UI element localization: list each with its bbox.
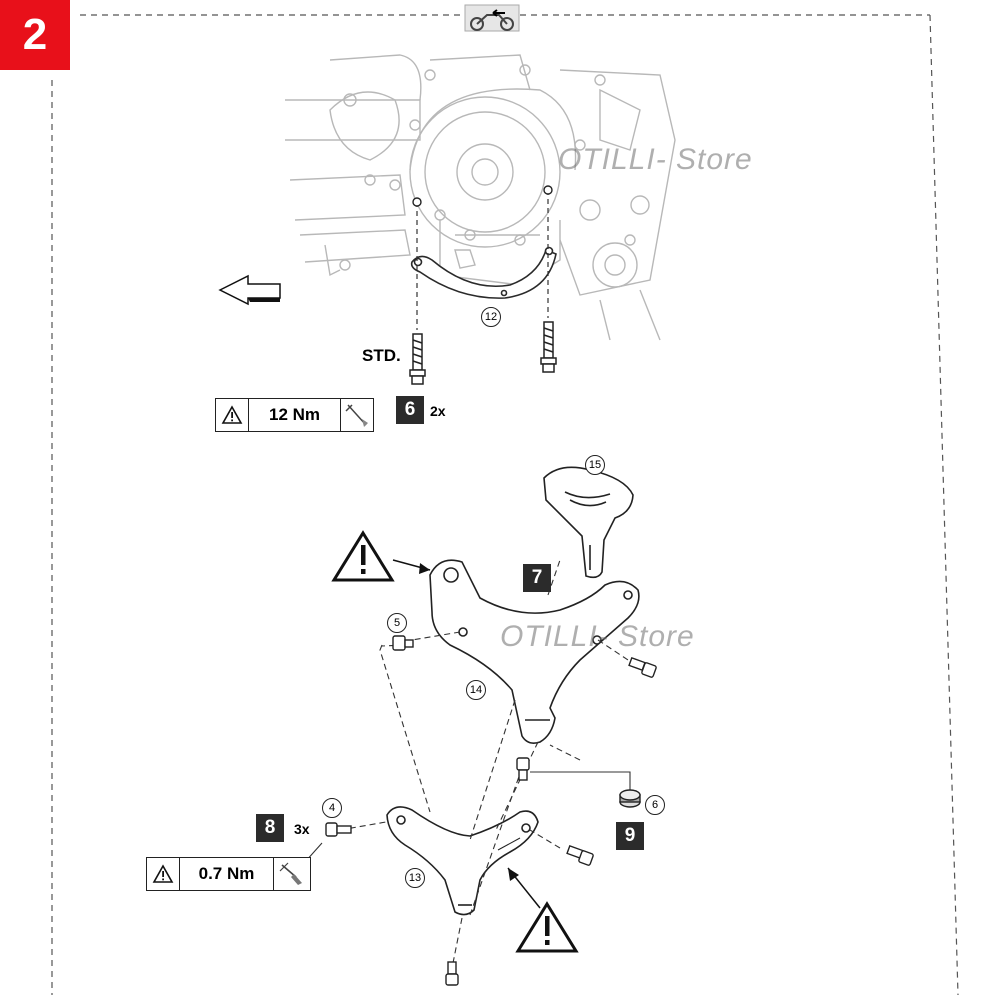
dashed-page-frame [51, 14, 959, 996]
nut-6 [619, 789, 641, 808]
part-14-bracket [429, 559, 640, 744]
upper-quantity: 2x [430, 403, 446, 419]
step-badge-8: 8 [256, 814, 284, 842]
screw-center [516, 757, 530, 781]
callout-14: 14 [466, 680, 486, 700]
upper-guide-lines [416, 190, 549, 330]
warning-triangle-icon-lower [507, 867, 579, 953]
lower-quantity: 3x [294, 821, 310, 837]
step-badge-6: 6 [396, 396, 424, 424]
callout-15: 15 [585, 455, 605, 475]
lower-torque-spec: 0.7 Nm [146, 857, 311, 891]
part-12-bracket [410, 246, 557, 299]
upper-mount-points [412, 185, 553, 207]
screw-4 [325, 822, 352, 837]
bolt-right [540, 321, 557, 373]
bolt-std-left [409, 333, 426, 385]
callout-6: 6 [645, 795, 665, 815]
screwdriver-icon [274, 858, 310, 890]
part-13-guard [386, 806, 539, 916]
step-badge-9: 9 [616, 822, 644, 850]
engine-case-illustration [285, 54, 676, 341]
watermark-lower: OTILLI- Store [500, 620, 695, 653]
callout-4: 4 [322, 798, 342, 818]
bolt-std-label: STD. [362, 346, 401, 365]
motorcycle-icon [464, 4, 520, 32]
callout-13: 13 [405, 868, 425, 888]
screw-5 [392, 635, 414, 651]
torque-wrench-icon [341, 399, 373, 431]
screw-right [628, 656, 657, 678]
warning-triangle-icon-upper [331, 530, 431, 582]
screw-lower-right [566, 844, 594, 866]
torque-value: 0.7 Nm [180, 858, 274, 890]
callout-5: 5 [387, 613, 407, 633]
front-direction-arrow-icon [218, 274, 281, 306]
torque-value: 12 Nm [249, 399, 341, 431]
screw-bottom [445, 961, 459, 986]
lower-guide-lines [339, 559, 641, 969]
upper-torque-spec: 12 Nm [215, 398, 374, 432]
warning-triangle-icon [147, 858, 180, 890]
watermark-upper: OTILLI- Store [558, 143, 753, 176]
callout-12: 12 [481, 307, 501, 327]
page-step-number: 2 [0, 0, 70, 70]
step-badge-7: 7 [523, 564, 551, 592]
part-15-cover [543, 466, 634, 579]
warning-triangle-icon [216, 399, 249, 431]
